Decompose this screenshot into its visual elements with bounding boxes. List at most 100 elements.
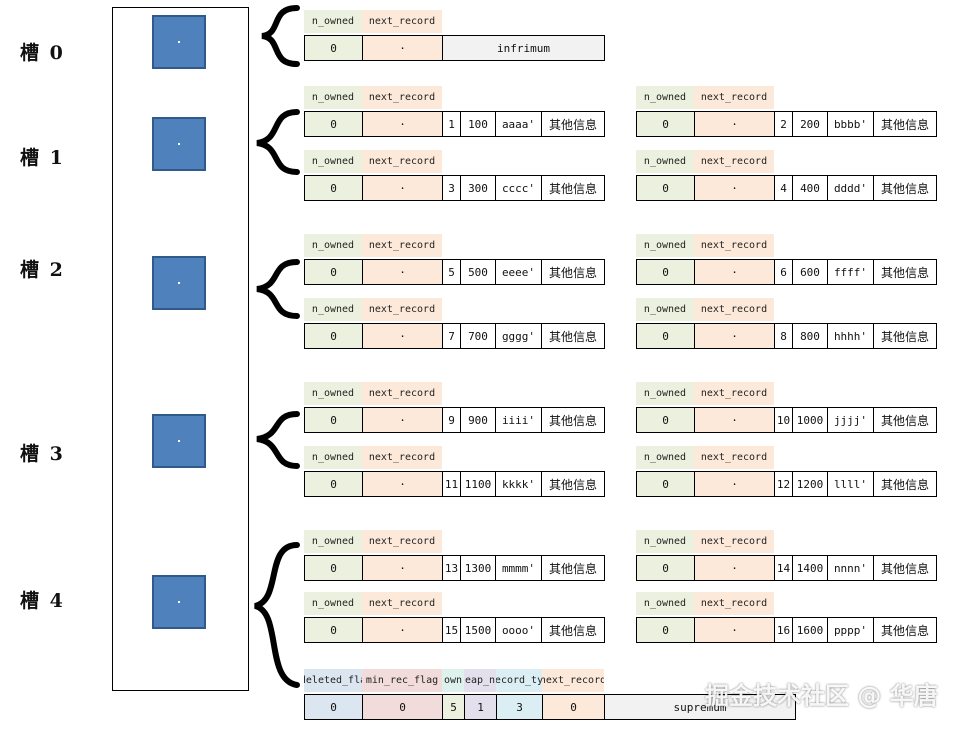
- record-next-record: ·: [363, 472, 443, 496]
- record-next-record-header: next_record: [362, 382, 442, 405]
- record-n-owned-header: n_owned: [636, 592, 694, 615]
- record-heap-no: 12: [775, 472, 793, 496]
- record-key: 400: [793, 176, 828, 200]
- record-next-record: ·: [363, 260, 443, 284]
- record-n-owned-header: n_owned: [636, 446, 694, 469]
- record-key: 1200: [793, 472, 828, 496]
- record-value: ffff': [828, 260, 874, 284]
- slot-3-square: [152, 414, 206, 468]
- record-n-owned: 0: [637, 556, 695, 580]
- record-key: 1500: [461, 618, 496, 642]
- record-value: gggg': [496, 324, 542, 348]
- infimum-next-record: ·: [363, 36, 443, 60]
- record-next-record: ·: [363, 408, 443, 432]
- record-next-record-header: next_record: [694, 592, 774, 615]
- supremum-record-type: 3: [497, 695, 543, 719]
- record-heap-no: 8: [775, 324, 793, 348]
- record-key: 100: [461, 112, 496, 136]
- record-n-owned-header: n_owned: [304, 234, 362, 257]
- page-directory: [112, 7, 249, 691]
- slot-label-2: 槽 2: [20, 259, 65, 281]
- record-next-record: ·: [695, 618, 775, 642]
- record-n-owned: 0: [637, 176, 695, 200]
- record-other-info: 其他信息: [880, 265, 929, 280]
- record-n-owned-header: n_owned: [304, 298, 362, 321]
- record-next-record-header: next_record: [362, 530, 442, 553]
- record-n-owned-header: n_owned: [636, 234, 694, 257]
- watermark: 掘金技术社区 @ 华唐: [705, 682, 938, 710]
- record-key: 900: [461, 408, 496, 432]
- record-value: iiii': [496, 408, 542, 432]
- infimum-next-record-header: next_record: [362, 10, 442, 33]
- record-heap-no: 14: [775, 556, 793, 580]
- record-next-record-header: next_record: [362, 592, 442, 615]
- record-n-owned: 0: [305, 260, 363, 284]
- supremum-header-heap-no: eap_n: [464, 669, 496, 692]
- record-next-record: ·: [363, 324, 443, 348]
- record-heap-no: 11: [443, 472, 461, 496]
- record-n-owned-header: n_owned: [636, 530, 694, 553]
- record-next-record-header: next_record: [362, 86, 442, 109]
- supremum-deleted-flag: 0: [305, 695, 363, 719]
- record-next-record: ·: [695, 472, 775, 496]
- brace-slot-2: [256, 259, 300, 319]
- brace-slot-3: [256, 411, 300, 469]
- record-value: cccc': [496, 176, 542, 200]
- record-value: nnnn': [828, 556, 874, 580]
- record-heap-no: 4: [775, 176, 793, 200]
- record-n-owned: 0: [305, 176, 363, 200]
- record-n-owned: 0: [637, 618, 695, 642]
- record-other-info: 其他信息: [880, 181, 929, 196]
- record-key: 600: [793, 260, 828, 284]
- record-value: oooo': [496, 618, 542, 642]
- slot-label-0: 槽 0: [20, 42, 65, 64]
- record-heap-no: 5: [443, 260, 461, 284]
- record-other-info: 其他信息: [880, 623, 929, 638]
- record-n-owned: 0: [637, 260, 695, 284]
- record-key: 1300: [461, 556, 496, 580]
- record-heap-no: 13: [443, 556, 461, 580]
- record-value: eeee': [496, 260, 542, 284]
- record-next-record-header: next_record: [362, 234, 442, 257]
- record-n-owned-header: n_owned: [304, 150, 362, 173]
- record-n-owned-header: n_owned: [636, 382, 694, 405]
- record-next-record-header: next_record: [362, 150, 442, 173]
- record-next-record-header: next_record: [694, 446, 774, 469]
- record-heap-no: 16: [775, 618, 793, 642]
- brace-slot-4: [253, 542, 300, 688]
- slot-1-square: [152, 117, 206, 171]
- record-next-record: ·: [363, 556, 443, 580]
- record-n-owned: 0: [305, 472, 363, 496]
- record-heap-no: 15: [443, 618, 461, 642]
- record-other-info: 其他信息: [548, 413, 597, 428]
- record-value: jjjj': [828, 408, 874, 432]
- record-value: hhhh': [828, 324, 874, 348]
- record-next-record: ·: [695, 408, 775, 432]
- record-key: 1000: [793, 408, 828, 432]
- supremum-header-record-type: ecord_ty: [496, 669, 542, 692]
- record-value: bbbb': [828, 112, 874, 136]
- record-value: pppp': [828, 618, 874, 642]
- record-next-record: ·: [363, 112, 443, 136]
- record-other-info: 其他信息: [880, 329, 929, 344]
- record-other-info: 其他信息: [548, 477, 597, 492]
- record-n-owned: 0: [637, 324, 695, 348]
- record-key: 700: [461, 324, 496, 348]
- record-n-owned: 0: [305, 618, 363, 642]
- record-n-owned-header: n_owned: [636, 150, 694, 173]
- record-key: 1400: [793, 556, 828, 580]
- supremum-min-rec-flag: 0: [363, 695, 443, 719]
- record-next-record-header: next_record: [362, 446, 442, 469]
- record-key: 300: [461, 176, 496, 200]
- record-next-record-header: next_record: [694, 86, 774, 109]
- record-other-info: 其他信息: [548, 561, 597, 576]
- record-value: kkkk': [496, 472, 542, 496]
- record-n-owned-header: n_owned: [636, 86, 694, 109]
- record-next-record-header: next_record: [694, 382, 774, 405]
